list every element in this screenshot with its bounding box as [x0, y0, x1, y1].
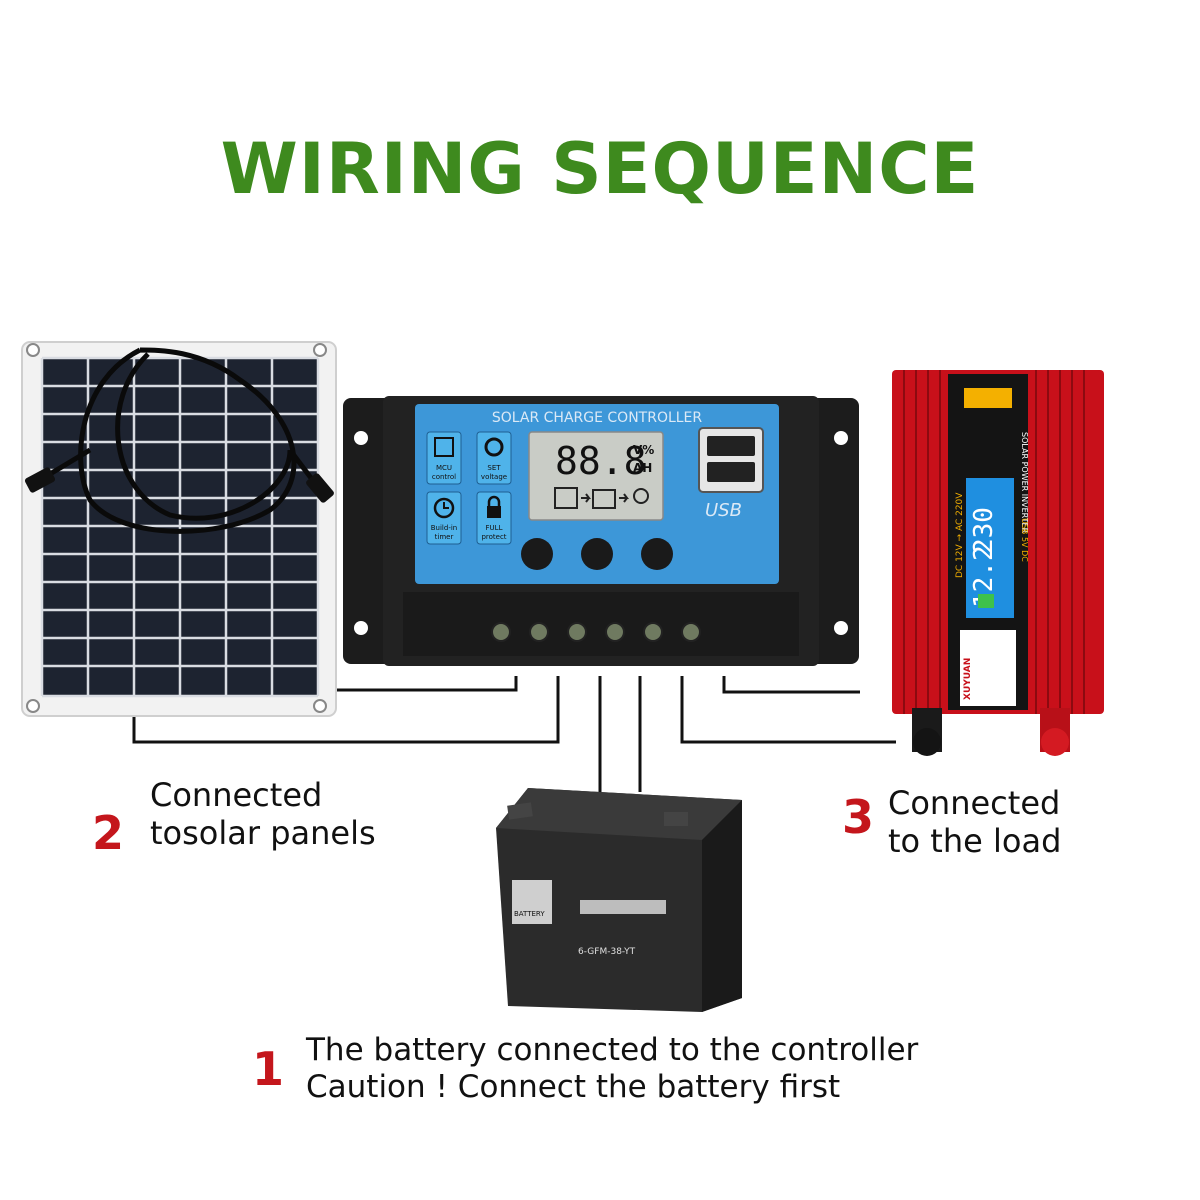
wire-load-negative [680, 676, 896, 744]
controller-button-menu [521, 538, 553, 570]
svg-text:timer: timer [435, 533, 454, 541]
lcd-value: 88.8 [555, 439, 647, 483]
step-2-line-1: Connected [150, 776, 323, 814]
terminal-battery-neg [605, 622, 625, 642]
usb-label: USB [705, 500, 742, 521]
lcd-unit-top: V% [633, 443, 654, 457]
terminal-load-pos [643, 622, 663, 642]
step-3-line-1: Connected [888, 784, 1061, 822]
svg-text:voltage: voltage [481, 473, 507, 481]
controller-button-down [641, 538, 673, 570]
step-1-line-1: The battery connected to the controller [306, 1032, 919, 1068]
terminal-battery-pos [567, 622, 587, 642]
power-inverter: 12.2 230 DC 12V → AC 220V SOLAR POWER IN… [892, 370, 1104, 756]
svg-text:control: control [432, 473, 456, 481]
wire-panel-positive [336, 676, 518, 692]
inverter-spec: DC 12V → AC 220V [955, 492, 965, 578]
gear-icon [484, 437, 504, 457]
chip-icon [434, 437, 454, 457]
inverter-model: SOLAR POWER INVERTER [1020, 432, 1029, 534]
step-3-line-2: to the load [888, 822, 1062, 861]
svg-text:Build-in: Build-in [431, 524, 457, 532]
step-1-number: 1 [252, 1042, 285, 1096]
solar-panel [21, 341, 337, 717]
battery-brand: BATTERY [514, 910, 545, 918]
svg-text:FULL: FULL [486, 524, 503, 532]
step-2-number: 2 [92, 806, 125, 860]
step-2-line-2: tosolar panels [150, 814, 376, 853]
step-1-label: The battery connected to the controller … [306, 1032, 918, 1105]
inverter-display-2: 230 [969, 507, 999, 554]
wire-load-positive [722, 676, 860, 694]
clock-icon [433, 497, 455, 519]
svg-text:SET: SET [487, 464, 501, 472]
controller-button-up [581, 538, 613, 570]
step-3-label: Connected to the load [888, 784, 1061, 861]
terminal-panel-pos [491, 622, 511, 642]
terminal-panel-neg [529, 622, 549, 642]
svg-text:protect: protect [481, 533, 506, 541]
terminal-load-neg [681, 622, 701, 642]
battery-model: 6-GFM-38-YT [578, 947, 636, 957]
page-title: WIRING SEQUENCE [0, 128, 1200, 210]
step-1-line-2: Caution ! Connect the battery first [306, 1068, 841, 1105]
step-3-number: 3 [842, 790, 875, 844]
step-2-label: Connected tosolar panels [150, 776, 376, 853]
solar-charge-controller: SOLAR CHARGE CONTROLLER 88.8 V% AH MCU c… [343, 396, 859, 666]
svg-text:MCU: MCU [436, 464, 452, 472]
inverter-usb: USB 5V DC [1020, 518, 1029, 562]
controller-header: SOLAR CHARGE CONTROLLER [492, 410, 703, 426]
lock-icon [487, 506, 501, 518]
battery: + - BATTERY 6-GFM-38-YT [496, 788, 742, 1012]
inverter-brand: XUYUAN [963, 658, 973, 700]
lcd-unit-bottom: AH [633, 461, 652, 475]
title-text: WIRING SEQUENCE [220, 128, 980, 210]
